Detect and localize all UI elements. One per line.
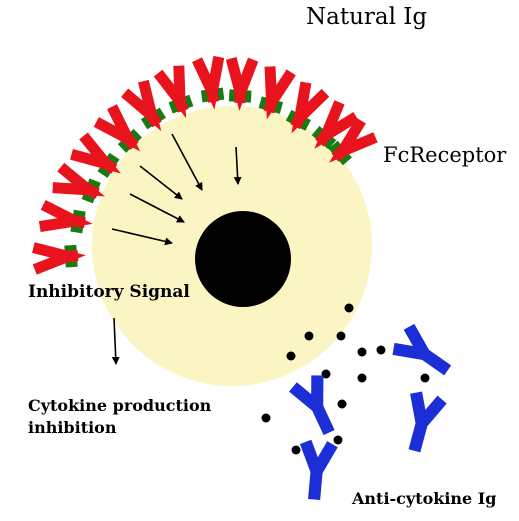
cytokine [292, 446, 301, 455]
cytokine [287, 352, 296, 361]
natural-ig-label: Natural Ig [306, 4, 427, 30]
anti-cytokine-ig-label: Anti-cytokine Ig [352, 489, 496, 508]
anti-cytokine-ig [301, 442, 333, 501]
anti-cytokine-ig [401, 393, 442, 455]
cell-nucleus [195, 211, 291, 307]
cytokine [377, 346, 386, 355]
anti-cytokine-ig [293, 375, 341, 438]
cytokine [305, 332, 314, 341]
fc-receptor-label: FcReceptor [383, 143, 506, 167]
anti-cytokine-ig [394, 327, 456, 382]
cytokine [421, 374, 430, 383]
cytokine-inhibition-arrow [114, 318, 116, 364]
cytokine [358, 348, 367, 357]
cytokine [337, 332, 346, 341]
cytokine [338, 400, 347, 409]
cytokine-inhibition-label-line1: Cytokine production [28, 396, 211, 415]
cytokine [334, 436, 343, 445]
natural-ig [96, 107, 142, 154]
cytokine [345, 304, 354, 313]
inhibitory-signal-label: Inhibitory Signal [28, 282, 190, 302]
cytokine-inhibition-label-line2: inhibition [28, 418, 116, 437]
cytokine [358, 374, 367, 383]
cytokine [262, 414, 271, 423]
